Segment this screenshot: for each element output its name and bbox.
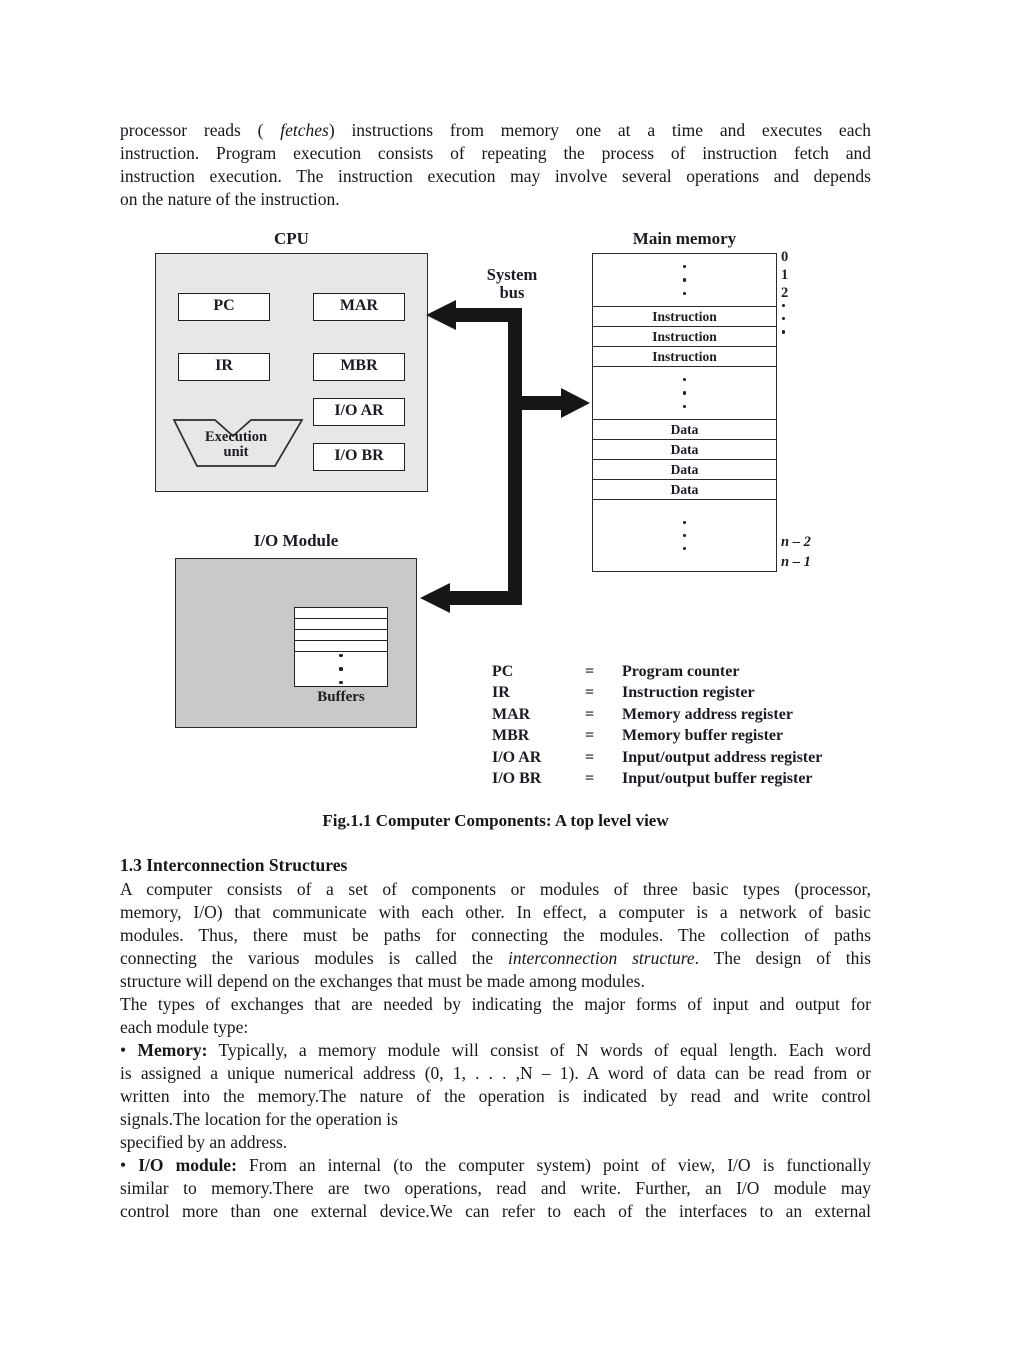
memory-row: Instruction	[593, 307, 776, 327]
legend-row: PC = Program counter	[492, 661, 882, 682]
text-line: control more than one external device.We…	[120, 1201, 871, 1221]
text-line: instruction. Program execution consists …	[120, 143, 871, 163]
memory-row-dots	[593, 254, 776, 307]
system-bus-label: System bus	[486, 265, 538, 302]
legend-abbr: I/O AR	[492, 748, 542, 766]
memory-address-dots	[782, 304, 786, 334]
legend-abbr: I/O BR	[492, 769, 542, 787]
buffers-label: Buffers	[317, 689, 365, 705]
bus-branch-cpu	[452, 308, 522, 322]
memory-address-top: 0 1 2	[781, 248, 788, 302]
memory-row: Data	[593, 440, 776, 460]
buffer-slot	[295, 608, 387, 619]
legend-row: IR = Instruction register	[492, 682, 882, 703]
legend-abbr: MBR	[492, 727, 530, 745]
legend-abbr: MAR	[492, 705, 531, 723]
buffer-more	[295, 652, 387, 686]
legend-row: I/O BR = Input/output buffer register	[492, 768, 882, 789]
bus-vertical-line	[508, 308, 522, 605]
bus-branch-io	[448, 591, 522, 605]
text-line: memory, I/O) that communicate with each …	[120, 902, 871, 922]
register-io-br: I/O BR	[313, 443, 405, 471]
text-line: modules. Thus, there must be paths for c…	[120, 925, 871, 945]
legend-abbr: PC	[492, 663, 514, 680]
memory-address-label: 1	[781, 267, 789, 283]
text-line: each module type:	[120, 1017, 249, 1037]
text-line: on the nature of the instruction.	[120, 189, 340, 209]
buffers-box	[294, 607, 388, 687]
text-line: connecting the various modules is called…	[120, 948, 871, 968]
text-line: • Memory: Typically, a memory module wil…	[120, 1040, 871, 1060]
figure-caption: Fig.1.1 Computer Components: A top level…	[322, 811, 669, 830]
register-pc: PC	[178, 293, 270, 321]
legend-eq: =	[585, 663, 595, 680]
register-mar: MAR	[313, 293, 405, 321]
bus-arrowhead-io	[420, 583, 450, 613]
legend-desc: Memory buffer register	[622, 727, 784, 745]
memory-address-label: n – 1	[781, 554, 811, 570]
legend-row: MAR = Memory address register	[492, 704, 882, 725]
legend-desc: Program counter	[622, 663, 740, 680]
intro-paragraph: processor reads ( fetches) instructions …	[120, 119, 871, 211]
memory-address-label: 2	[781, 285, 789, 301]
memory-row: Data	[593, 480, 776, 500]
buffer-slot	[295, 630, 387, 641]
text-line: The types of exchanges that are needed b…	[120, 994, 871, 1014]
legend-desc: Input/output address register	[622, 748, 823, 766]
text-line: written into the memory.The nature of th…	[120, 1086, 871, 1106]
cpu-title: CPU	[274, 229, 309, 248]
register-io-ar: I/O AR	[313, 398, 405, 426]
buffers-dots	[339, 654, 343, 684]
legend-row: I/O AR = Input/output address register	[492, 747, 882, 768]
text-line: A computer consists of a set of componen…	[120, 879, 871, 899]
memory-row-dots	[593, 500, 776, 571]
legend-eq: =	[585, 769, 595, 787]
legend-row: MBR = Memory buffer register	[492, 725, 882, 746]
text-line: processor reads ( fetches) instructions …	[120, 120, 871, 140]
legend-eq: =	[585, 727, 595, 745]
bus-arrowhead-cpu	[426, 300, 456, 330]
memory-row: Data	[593, 420, 776, 440]
text-line: is assigned a unique numerical address (…	[120, 1063, 871, 1083]
legend-eq: =	[585, 684, 595, 702]
text-line: • I/O module: From an internal (to the c…	[120, 1155, 871, 1175]
legend-desc: Input/output buffer register	[622, 769, 813, 787]
execution-unit-label: Execution unit	[204, 429, 268, 460]
text-line: structure will depend on the exchanges t…	[120, 971, 645, 991]
buffer-slot	[295, 619, 387, 630]
section-heading: 1.3 Interconnection Structures	[120, 855, 348, 875]
text-line: similar to memory.There are two operatio…	[120, 1178, 871, 1198]
register-mbr: MBR	[313, 353, 405, 381]
memory-address-bottom: n – 2 n – 1	[781, 532, 811, 572]
memory-row: Instruction	[593, 327, 776, 347]
text-line: signals.The location for the operation i…	[120, 1109, 398, 1129]
legend-desc: Instruction register	[622, 684, 755, 702]
legend-eq: =	[585, 705, 595, 723]
memory-address-label: n – 2	[781, 534, 811, 550]
text-line: instruction execution. The instruction e…	[120, 166, 871, 186]
bus-branch-memory	[508, 396, 564, 410]
section-body: A computer consists of a set of componen…	[120, 878, 871, 1223]
legend-eq: =	[585, 748, 595, 766]
buffer-slot	[295, 641, 387, 652]
memory-address-label: 0	[781, 249, 789, 265]
memory-row: Data	[593, 460, 776, 480]
text-line: specified by an address.	[120, 1132, 288, 1152]
memory-row: Instruction	[593, 347, 776, 367]
memory-row-dots	[593, 367, 776, 420]
register-ir: IR	[178, 353, 270, 381]
legend-abbr: IR	[492, 684, 510, 702]
main-memory-title: Main memory	[632, 229, 737, 248]
io-module-title: I/O Module	[253, 531, 339, 550]
legend-desc: Memory address register	[622, 705, 793, 723]
bus-arrowhead-memory	[561, 388, 590, 418]
